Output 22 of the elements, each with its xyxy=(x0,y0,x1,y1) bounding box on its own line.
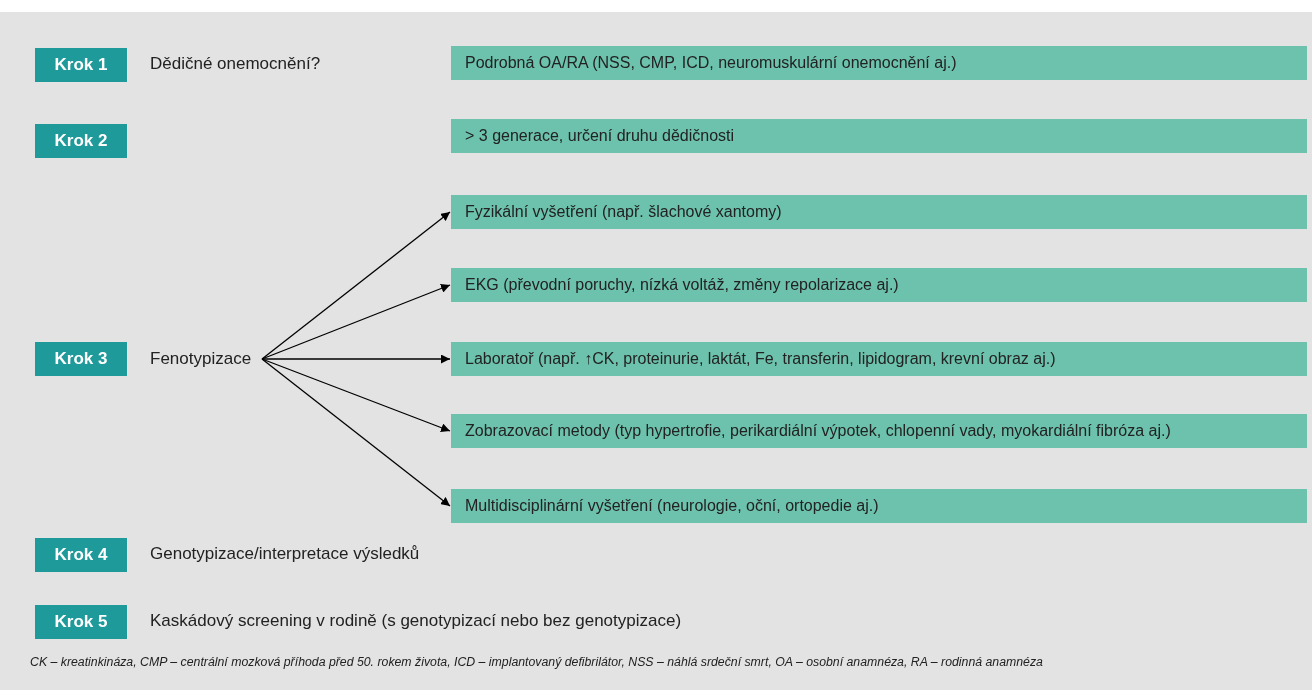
step-description: Kaskádový screening v rodině (s genotypizací nebo bez genotypizace) xyxy=(150,611,682,631)
info-box: Laboratoř (např. ↑CK, proteinurie, laktát, Fe, transferin, lipidogram, krevní obraz aj.) xyxy=(451,342,1307,376)
step-label: Krok 1 xyxy=(35,48,127,82)
arrow xyxy=(261,284,451,360)
step-label: Krok 4 xyxy=(35,538,127,572)
info-box: Podrobná OA/RA (NSS, CMP, ICD, neuromuskulární onemocnění aj.) xyxy=(451,46,1307,80)
arrow xyxy=(261,354,451,364)
arrow xyxy=(261,358,451,507)
node-text: Fenotypizace xyxy=(150,344,262,374)
step-description: Dědičné onemocnění? xyxy=(150,54,321,74)
info-box: Multidisciplinární vyšetření (neurologie, oční, ortopedie aj.) xyxy=(451,489,1307,523)
info-box: EKG (převodní poruchy, nízká voltáž, změny repolarizace aj.) xyxy=(451,268,1307,302)
step-label: Krok 3 xyxy=(35,342,127,376)
arrow xyxy=(261,211,451,360)
info-box: Fyzikální vyšetření (např. šlachové xantomy) xyxy=(451,195,1307,229)
caption: CK – kreatinkináza, CMP – centrální mozková příhoda před 50. rokem života, ICD – implantovaný defibrilátor, NSS – náhlá srdeční smrt, OA – osobní anamnéza, RA – rodinná anamnéza xyxy=(30,655,1044,669)
info-box: Zobrazovací metody (typ hypertrofie, perikardiální výpotek, chlopenní vady, myokardiální fibróza aj.) xyxy=(451,414,1307,448)
info-box: > 3 generace, určení druhu dědičnosti xyxy=(451,119,1307,153)
step-label: Krok 5 xyxy=(35,605,127,639)
step-description: Genotypizace/interpretace výsledků xyxy=(150,544,420,564)
step-label: Krok 2 xyxy=(35,124,127,158)
arrow xyxy=(261,358,451,432)
